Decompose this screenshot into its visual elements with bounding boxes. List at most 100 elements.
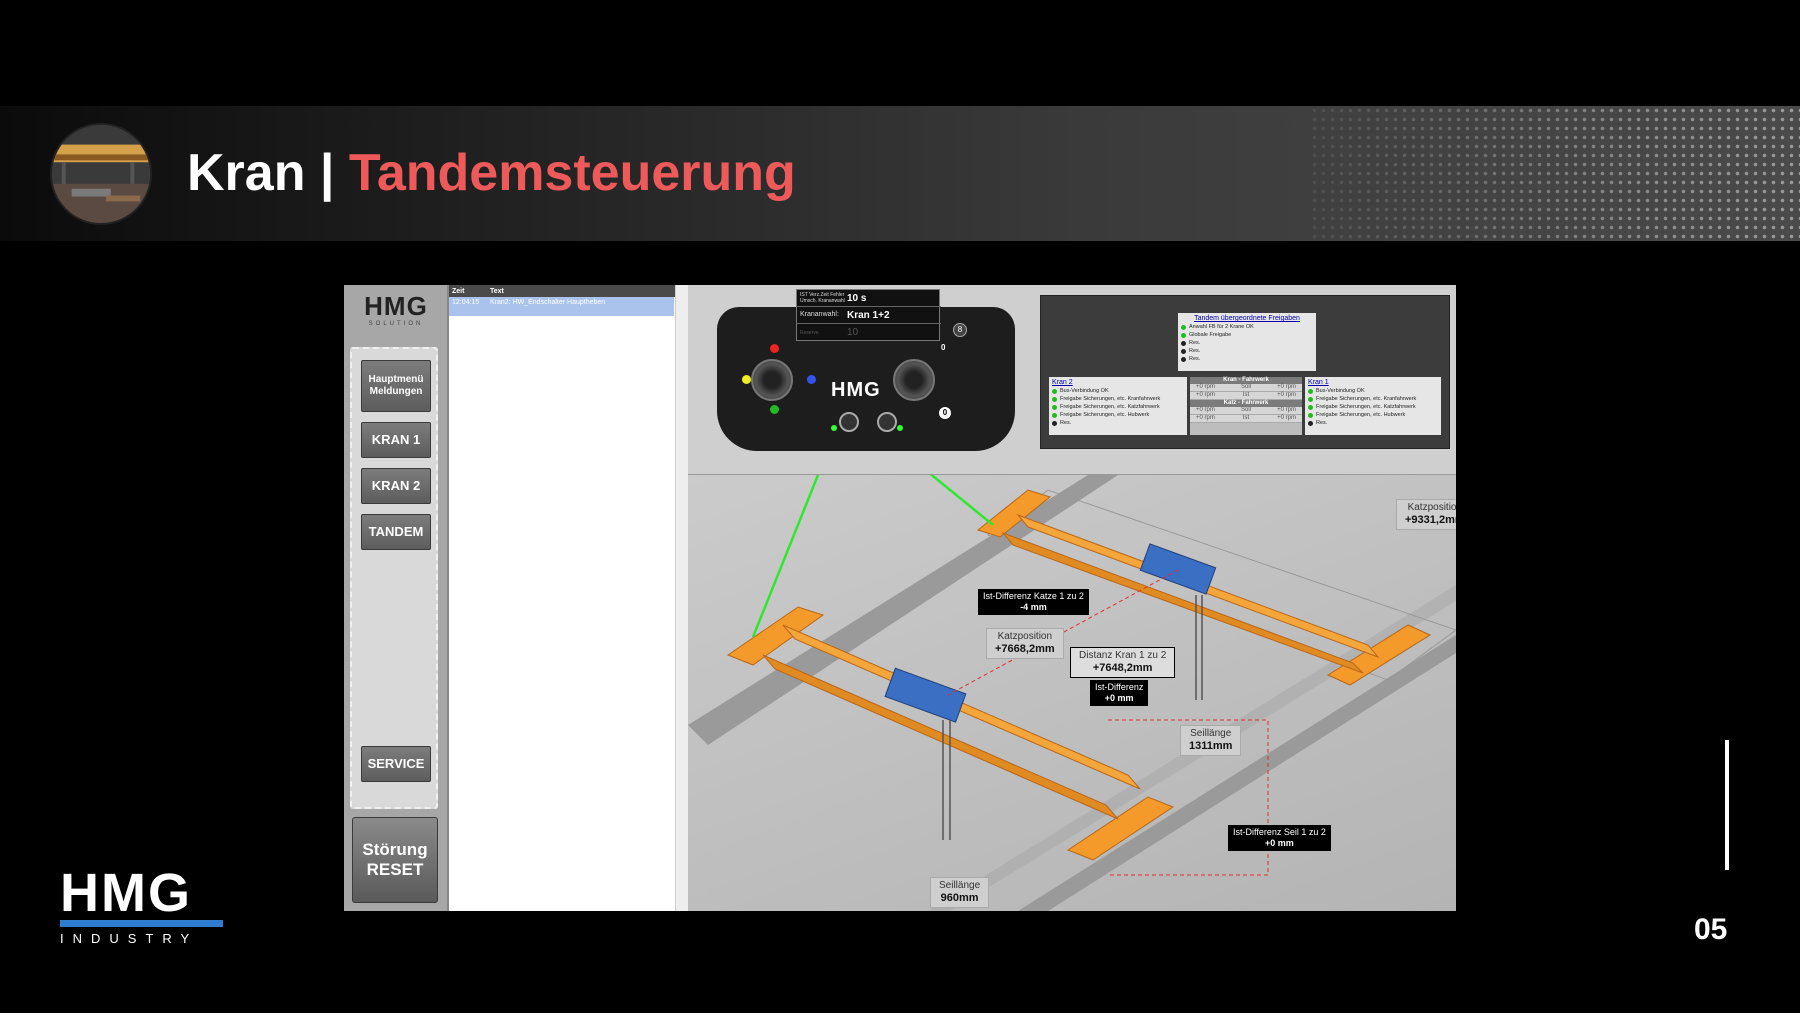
ist-diff-value: +0 mm xyxy=(1104,693,1134,703)
status-led-icon xyxy=(1181,324,1186,330)
katz2-label-text: Katzposition xyxy=(997,631,1053,642)
distanz-value: +7648,2mm xyxy=(1092,662,1153,674)
katz1-value: +9331,2mm xyxy=(1405,514,1456,526)
controller-count-bottom: 0 xyxy=(939,407,951,419)
status-led-icon xyxy=(1052,404,1057,410)
katz1-label-text: Katzposition xyxy=(1407,502,1456,513)
page-number: 05 xyxy=(1694,913,1728,946)
diff-seil-value: +0 mm xyxy=(1265,838,1294,848)
tandem-button[interactable]: TANDEM xyxy=(361,514,431,550)
vertical-divider xyxy=(1725,740,1729,870)
fahrwerk-cell: +0 rpm xyxy=(1196,384,1215,390)
kran2-item: Freigabe Sicherungen, etc. Hubwerk xyxy=(1052,411,1184,419)
status-led-icon xyxy=(1308,412,1313,418)
kran1-item-text: Res. xyxy=(1316,420,1328,426)
hmi-screenshot: HMG SOLUTION Hauptmenü Meldungen KRAN 1 … xyxy=(344,285,1456,911)
right-status-led-icon xyxy=(897,425,903,431)
fahrwerk-cell: Soll xyxy=(1240,407,1251,413)
kran1-freigaben-title: Kran 1 xyxy=(1308,379,1329,386)
fahrwerk-cell: +0 rpm xyxy=(1277,415,1296,421)
status-led-icon xyxy=(1052,412,1057,418)
hauptmenu-button[interactable]: Hauptmenü Meldungen xyxy=(361,360,431,412)
seil1-value: 1311mm xyxy=(1189,740,1233,752)
kran2-item: Bus-Verbindung OK xyxy=(1052,387,1184,395)
brand-name: HMG xyxy=(60,863,192,923)
message-list: Zeit Text 12:04:15 Kran2: HW_Endschalter… xyxy=(447,285,688,911)
crane-2-icon xyxy=(726,606,1175,861)
kran1-freigaben-box: Kran 1 Bus-Verbindung OK Freigabe Sicheru… xyxy=(1305,377,1441,435)
kran2-item: Freigabe Sicherungen, etc. Katzfahrwerk xyxy=(1052,403,1184,411)
kran1-item: Res. xyxy=(1308,419,1438,427)
tandem-item: Anwahl FB für 2 Krane OK xyxy=(1181,323,1313,331)
fahrwerk-cell: +0 rpm xyxy=(1277,407,1296,413)
kran1-button[interactable]: KRAN 1 xyxy=(361,422,431,458)
status-led-icon xyxy=(1308,388,1313,394)
tandem-item-text: Res. xyxy=(1189,348,1201,354)
tandem-item: Res. xyxy=(1181,339,1313,347)
ist-differenz-label: Ist-Differenz+0 mm xyxy=(1090,680,1149,706)
tandem-item: Res. xyxy=(1181,355,1313,363)
yellow-led-icon xyxy=(742,375,751,384)
right-rotary-knob-icon xyxy=(877,412,897,432)
hmi-logo-sub: SOLUTION xyxy=(368,321,424,327)
tandem-item: Res. xyxy=(1181,347,1313,355)
controller-badge: 8 xyxy=(953,323,967,337)
brand-bar xyxy=(60,920,223,927)
status-led-icon xyxy=(1308,420,1313,426)
status-led-icon xyxy=(1052,396,1057,402)
freigaben-panel: Tandem übergeordnete Freigaben Anwahl FB… xyxy=(1040,295,1450,449)
diff-seil-text: Ist-Differenz Seil 1 zu 2 xyxy=(1233,827,1326,837)
seil2-value: 960mm xyxy=(940,892,979,904)
diff-katze-label: Ist-Differenz Katze 1 zu 2-4 mm xyxy=(978,589,1089,615)
kran1-item-text: Bus-Verbindung OK xyxy=(1316,388,1365,394)
hmg-industry-logo: HMG INDUSTRY xyxy=(60,863,228,948)
dot-pattern xyxy=(1310,106,1800,241)
slide-title: Kran | Tandemsteuerung xyxy=(187,143,796,203)
service-button[interactable]: SERVICE xyxy=(361,746,431,782)
fahrwerk-cell: +0 rpm xyxy=(1196,407,1215,413)
kran2-item: Res. xyxy=(1052,419,1184,427)
kran2-item-text: Bus-Verbindung OK xyxy=(1060,388,1109,394)
message-scrollbar[interactable] xyxy=(675,285,688,911)
message-row[interactable]: 12:04:15 Kran2: HW_Endschalter Haupthebe… xyxy=(449,297,674,316)
kran2-item-text: Res. xyxy=(1060,420,1072,426)
status-led-icon xyxy=(1181,340,1186,346)
hmi-logo-main: HMG xyxy=(364,291,428,321)
status-led-icon xyxy=(1052,420,1057,426)
message-text: Kran2: HW_Endschalter Hauptheben xyxy=(490,299,606,306)
seil2-text: Seillänge xyxy=(939,880,981,891)
tandem-item-text: Res. xyxy=(1189,340,1201,346)
distanz-kran-label: Distanz Kran 1 zu 2+7648,2mm xyxy=(1070,647,1176,678)
hmi-nav-buttons: Hauptmenü Meldungen KRAN 1 KRAN 2 TANDEM… xyxy=(350,347,438,809)
status-led-icon xyxy=(1308,404,1313,410)
diff-katz-text: Ist-Differenz Katze 1 zu 2 xyxy=(983,591,1084,601)
fahrwerk-cell: +0 rpm xyxy=(1277,384,1296,390)
kran2-freigaben-title: Kran 2 xyxy=(1052,379,1073,386)
title-main: Kran | xyxy=(187,144,335,202)
red-led-icon xyxy=(770,344,779,353)
katzposition-1-label: Katzposition+9331,2mm xyxy=(1396,499,1456,530)
katzposition-2-label: Katzposition+7668,2mm xyxy=(986,628,1064,659)
crane-2-number: 2 xyxy=(1250,908,1258,911)
kran2-button[interactable]: KRAN 2 xyxy=(361,468,431,504)
kran2-item-text: Freigabe Sicherungen, etc. Kranfahrwerk xyxy=(1060,396,1161,402)
crane-hall-photo xyxy=(50,123,152,225)
kran1-item: Freigabe Sicherungen, etc. Katzfahrwerk xyxy=(1308,403,1438,411)
fahrwerk-cell: +0 rpm xyxy=(1196,392,1215,398)
stoerung-reset-button[interactable]: Störung RESET xyxy=(352,817,438,903)
katz-fahrwerk-header: Katz - Fahrwerk xyxy=(1190,400,1302,407)
tandem-freigaben-box: Tandem übergeordnete Freigaben Anwahl FB… xyxy=(1178,313,1316,371)
crane-scene-drawing xyxy=(688,449,1456,911)
reserve-value: 10 xyxy=(847,327,859,338)
seil1-text: Seillänge xyxy=(1190,728,1232,739)
katz2-value: +7668,2mm xyxy=(995,643,1055,655)
title-accent: Tandemsteuerung xyxy=(348,144,796,202)
tandem-item-text: Anwahl FB für 2 Krane OK xyxy=(1189,324,1254,330)
fahrwerk-cell: +0 rpm xyxy=(1277,392,1296,398)
